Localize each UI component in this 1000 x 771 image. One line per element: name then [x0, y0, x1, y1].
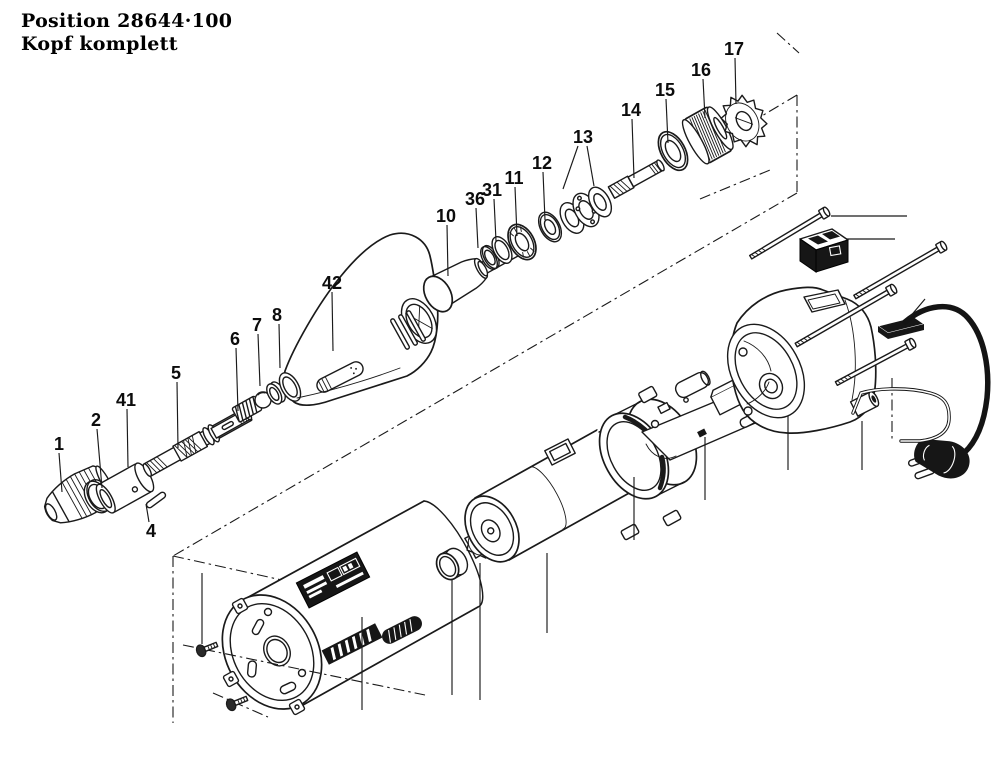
part-motor-clamp [598, 385, 698, 541]
callout-leader-15 [665, 98, 669, 144]
callout-number-8: 8 [272, 305, 282, 325]
title-position-line: Position 28644·100 [21, 10, 233, 32]
callout-leader-10 [446, 224, 449, 277]
part-wire-clip [851, 387, 951, 443]
callout-number-5: 5 [171, 363, 181, 383]
callout-number-7: 7 [252, 315, 262, 335]
page-title: Position 28644·100 Kopf komplett [21, 10, 232, 56]
callout-leader-16 [702, 78, 706, 119]
callout-leader-13 [586, 145, 595, 187]
part-worm-gear-16 [681, 106, 734, 165]
unlabeled-leader-lines [201, 215, 926, 710]
part-washer-stack-13 [559, 186, 613, 234]
callout-number-2: 2 [91, 410, 101, 430]
part-long-screw-4 [834, 337, 917, 387]
part-gear-17 [720, 94, 768, 148]
callout-leader-31 [493, 198, 497, 242]
callout-leader-1 [58, 452, 63, 493]
part-washer-15 [657, 130, 689, 172]
part-switch [799, 228, 849, 273]
callout-number-4: 4 [146, 521, 156, 541]
callout-number-12: 12 [532, 153, 552, 173]
callout-leader-12 [542, 171, 546, 221]
part-housing-screw-front-2 [225, 695, 249, 712]
callout-leader-11 [514, 186, 518, 237]
part-ring-12 [537, 211, 563, 243]
callout-number-1: 1 [54, 434, 64, 454]
part-cord-slider [876, 316, 926, 339]
callout-number-16: 16 [691, 60, 711, 80]
part-motor-housing-lower [221, 500, 484, 716]
callout-number-14: 14 [621, 100, 641, 120]
part-ball-bearing-11 [507, 223, 537, 261]
rating-label [295, 551, 371, 609]
part-long-screw-1 [748, 206, 831, 260]
part-power-plug [907, 438, 970, 480]
part-gear-head-housing-42 [278, 232, 439, 406]
part-housing-screw-front-1 [195, 641, 219, 658]
part-long-screw-3 [794, 283, 898, 348]
callout-number-17: 17 [724, 39, 744, 59]
callout-leader-6 [235, 347, 239, 412]
title-assembly-line: Kopf komplett [21, 33, 178, 55]
callout-number-41: 41 [116, 390, 136, 410]
callout-number-42: 42 [322, 273, 342, 293]
callout-leader-36 [475, 207, 479, 249]
part-pin-4 [145, 491, 167, 509]
part-ring-31 [491, 236, 513, 264]
vent-slot [382, 616, 422, 644]
callout-leader-8 [278, 323, 281, 369]
part-power-cord [902, 303, 991, 456]
callout-number-11: 11 [504, 168, 523, 188]
callout-number-15: 15 [655, 80, 675, 100]
callout-leader-2 [96, 428, 103, 489]
part-washer-36 [479, 244, 500, 271]
callout-number-13: 13 [573, 127, 593, 147]
callout-number-36: 36 [465, 189, 485, 209]
callout-leader-7 [257, 333, 261, 387]
callout-leader-17 [734, 57, 737, 105]
callout-number-31: 31 [482, 180, 502, 200]
callout-leader-4 [145, 503, 150, 523]
part-coupling-spring-6 [231, 395, 263, 423]
callout-number-6: 6 [230, 329, 240, 349]
callout-leader-13 [562, 145, 579, 190]
part-long-screw-2 [853, 240, 948, 300]
axis-lines-screws [182, 644, 426, 718]
callout-number-10: 10 [436, 206, 456, 226]
callout-leader-5 [176, 381, 179, 449]
callout-leader-42 [331, 291, 334, 352]
part-pinion-shaft-14 [607, 159, 665, 199]
callout-leader-14 [631, 118, 635, 179]
callout-leader-41 [126, 408, 129, 468]
part-bearing-sleeve [435, 547, 469, 581]
